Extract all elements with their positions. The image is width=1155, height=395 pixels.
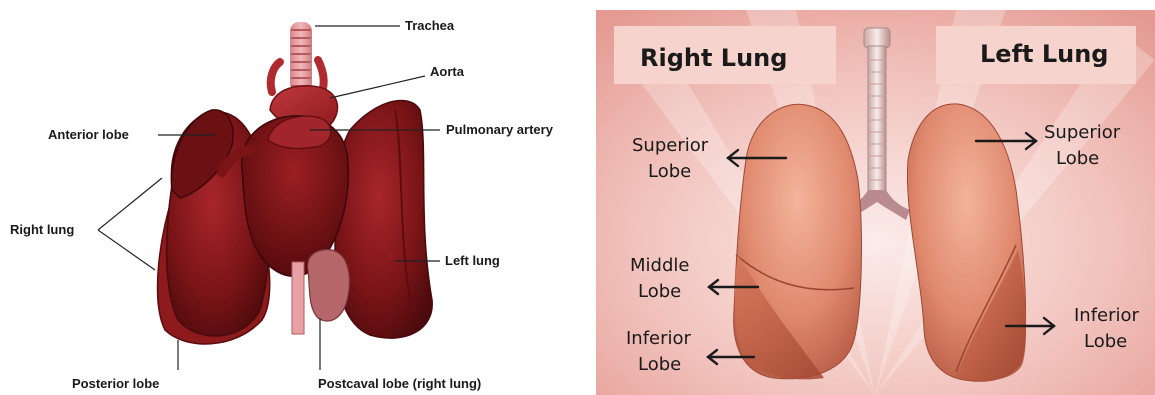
label-posterior-lobe: Posterior lobe xyxy=(72,376,159,391)
heading-right-lung: Right Lung xyxy=(640,44,787,72)
label-right-lung: Right lung xyxy=(10,222,74,237)
heart-lung-illustration: Trachea Aorta Anterior lobe Pulmonary ar… xyxy=(0,0,590,395)
left-lung-shape xyxy=(335,100,432,338)
label-pulmonary-artery: Pulmonary artery xyxy=(446,122,554,137)
label-aorta: Aorta xyxy=(430,64,465,79)
lung-lobes-panel: Right Lung Left Lung Supe xyxy=(596,10,1155,395)
label-trachea: Trachea xyxy=(405,18,455,33)
right-lung-shape xyxy=(734,104,862,379)
anatomy-illustration-panel: Trachea Aorta Anterior lobe Pulmonary ar… xyxy=(0,0,590,395)
label-postcaval-lobe: Postcaval lobe (right lung) xyxy=(318,376,481,391)
lung-lobes-diagram: Right Lung Left Lung Supe xyxy=(596,10,1155,395)
postcaval-lobe-shape xyxy=(308,250,350,321)
label-anterior-lobe: Anterior lobe xyxy=(48,127,129,142)
heading-left-lung: Left Lung xyxy=(980,40,1108,68)
postcaval-vein-shape xyxy=(292,262,304,334)
trachea-shape xyxy=(290,22,312,92)
label-left-lung: Left lung xyxy=(445,253,500,268)
